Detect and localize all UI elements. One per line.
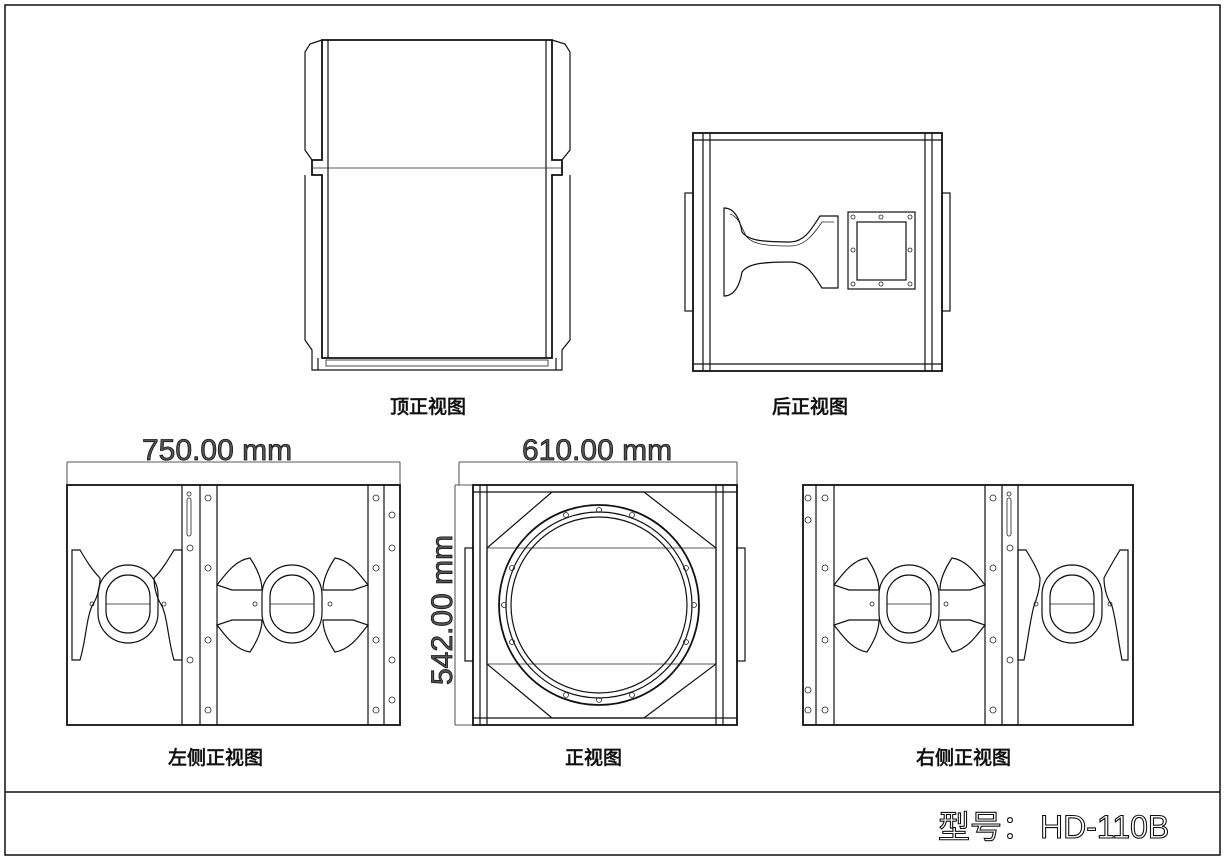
sheet-border <box>4 4 1221 856</box>
width-dimension: 610.00 mm <box>522 434 672 467</box>
left-side-view <box>66 461 401 726</box>
depth-dimension: 750.00 mm <box>142 434 292 467</box>
left-side-view-caption: 左侧正视图 <box>168 746 263 769</box>
top-view <box>304 39 571 371</box>
right-side-view-caption: 右侧正视图 <box>915 746 1011 769</box>
model-label: 型号： <box>938 809 1034 845</box>
rear-view-caption: 后正视图 <box>772 395 848 418</box>
front-view-caption: 正视图 <box>565 746 622 769</box>
front-view <box>454 461 746 726</box>
height-dimension: 542.00 mm <box>426 535 459 685</box>
model-value: HD-110B <box>1040 809 1169 845</box>
right-side-view <box>802 484 1134 726</box>
rear-view <box>684 132 951 372</box>
top-view-caption: 顶正视图 <box>390 395 466 418</box>
